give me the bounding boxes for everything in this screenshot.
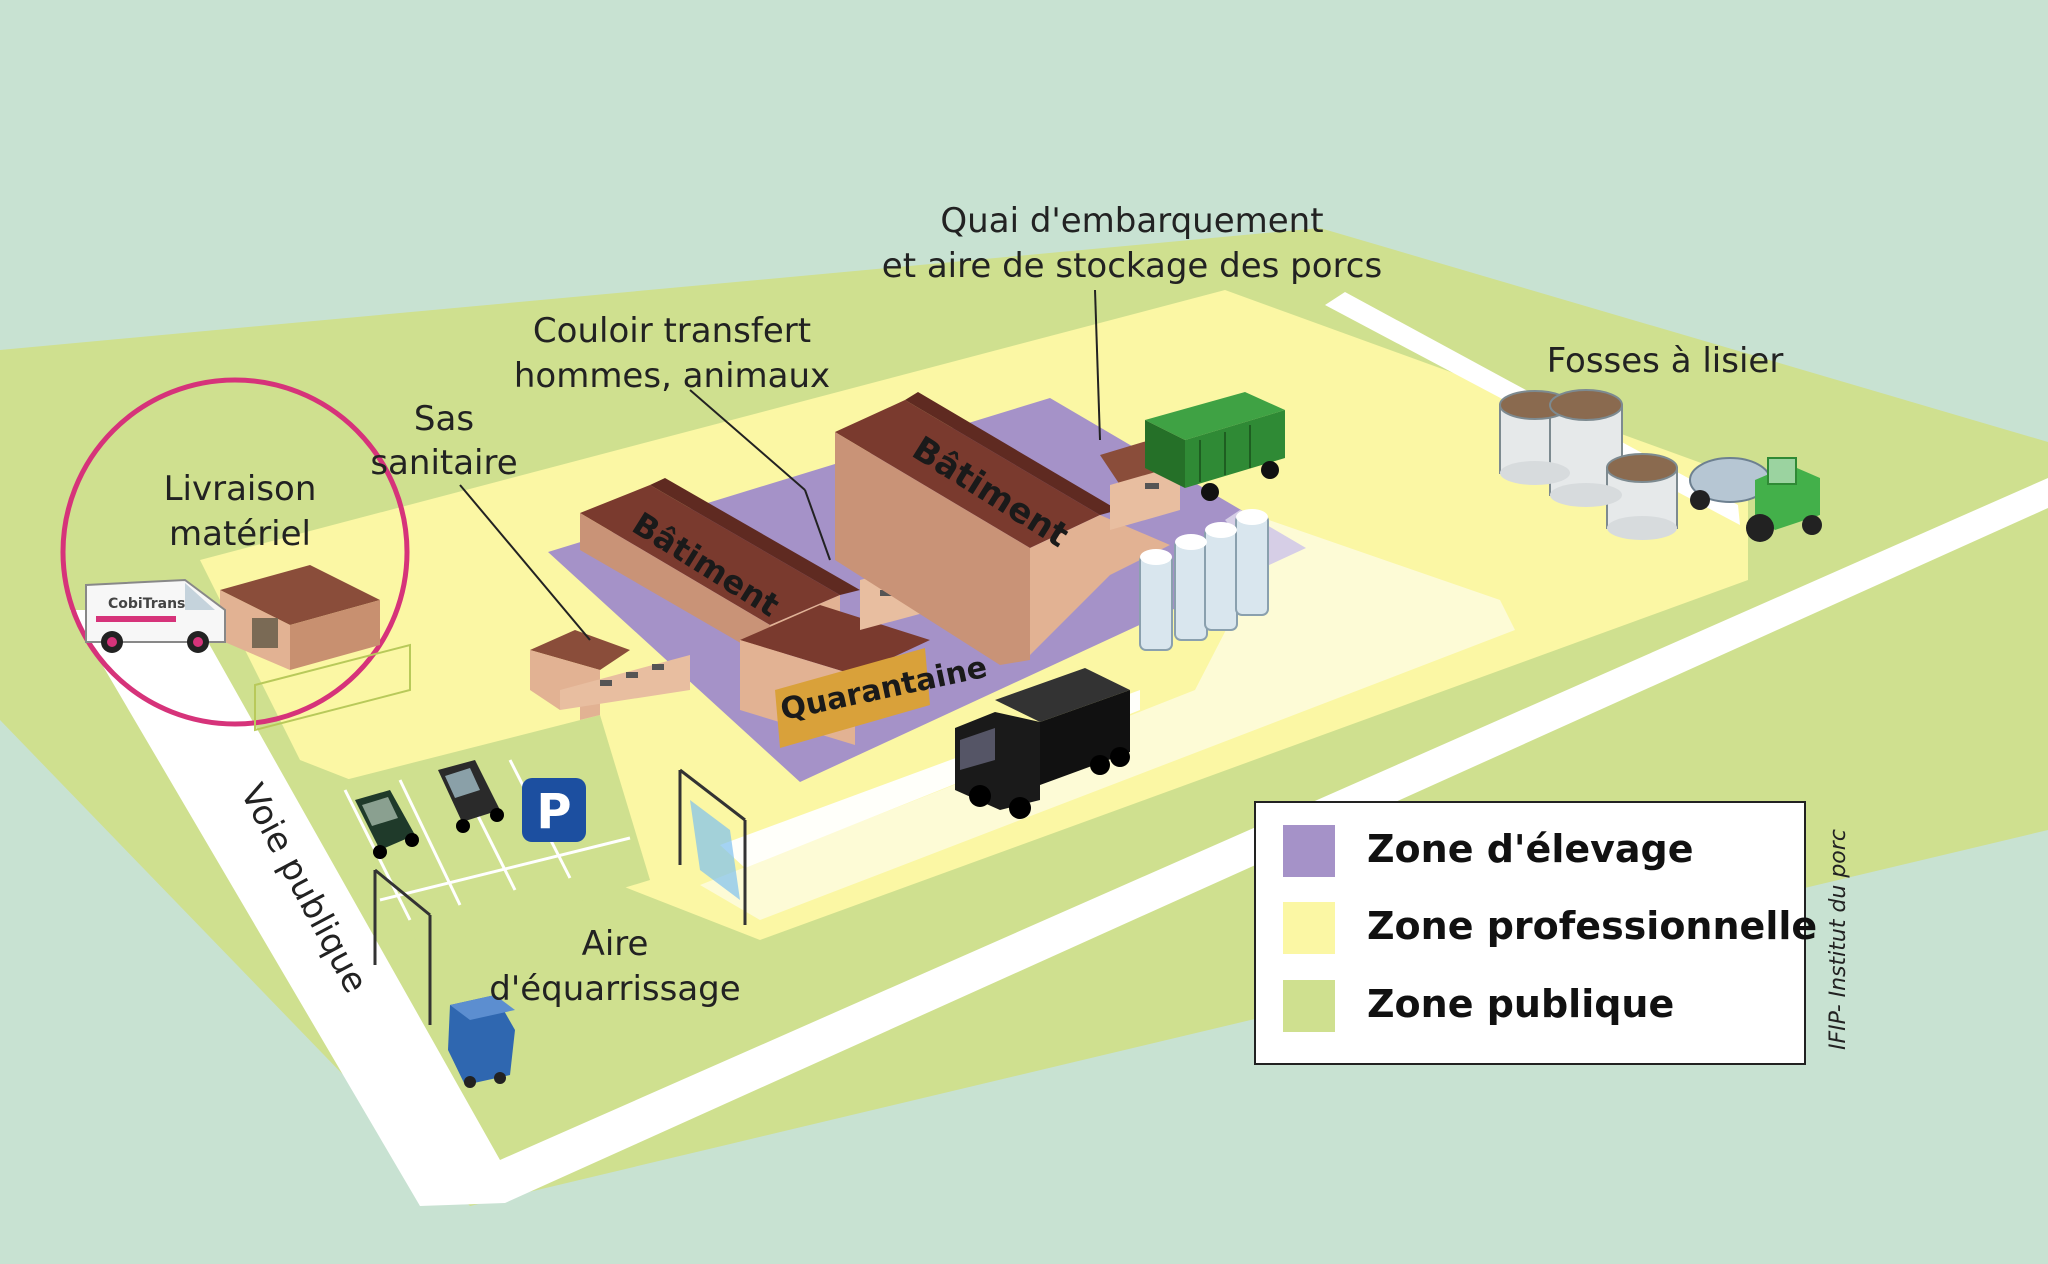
legend-swatch-elevage bbox=[1283, 825, 1335, 877]
batiment-1: Bâtiment bbox=[580, 478, 860, 660]
aire-label-line1: Aire bbox=[582, 924, 649, 964]
equarrissage-bin bbox=[448, 995, 515, 1088]
legend-swatch-publique bbox=[1283, 980, 1335, 1032]
tractor-slurry-tank bbox=[1689, 457, 1822, 542]
parked-car-1 bbox=[355, 790, 419, 859]
quarantaine-building: Quarantaine bbox=[740, 605, 990, 748]
sas-sanitaire-building bbox=[530, 630, 690, 720]
ring-road-yellow-zone bbox=[700, 510, 1515, 920]
legend-label-publique: Zone publique bbox=[1367, 982, 1674, 1026]
quai-label-line2: et aire de stockage des porcs bbox=[882, 246, 1382, 286]
black-truck bbox=[955, 668, 1130, 819]
leader-lines bbox=[459, 289, 1101, 641]
equarrissage-gate bbox=[373, 868, 432, 1025]
couloir-label-line1: Couloir transfert bbox=[533, 311, 811, 351]
fosses-label: Fosses à lisier bbox=[1547, 341, 1784, 381]
livestock-truck bbox=[1145, 392, 1285, 501]
delivery-highlight-circle bbox=[60, 377, 410, 727]
legend-label-elevage: Zone d'élevage bbox=[1367, 827, 1694, 871]
delivery-van: CobiTrans bbox=[85, 578, 226, 653]
quai-label-line1: Quai d'embarquement bbox=[940, 201, 1323, 241]
credit-label: IFIP- Institut du porc bbox=[1826, 829, 1851, 1050]
sas-label-line2: sanitaire bbox=[370, 443, 517, 483]
livraison-label-line2: matériel bbox=[169, 514, 311, 554]
aire-label-line2: d'équarrissage bbox=[489, 969, 740, 1009]
sas-label-line1: Sas bbox=[414, 399, 474, 439]
parking-sign-letter: P bbox=[536, 784, 571, 840]
delivery-shed bbox=[220, 565, 411, 732]
legend-swatch-professionnelle bbox=[1283, 902, 1335, 954]
legend: Zone d'élevage Zone professionnelle Zone… bbox=[1254, 801, 1817, 1065]
van-brand-text: CobiTrans bbox=[108, 596, 185, 612]
batiment-2: Bâtiment bbox=[835, 392, 1170, 665]
feed-silos bbox=[1139, 509, 1269, 651]
legend-label-professionnelle: Zone professionnelle bbox=[1367, 904, 1817, 948]
parking-sign: P bbox=[522, 778, 586, 842]
disinfection-arch bbox=[678, 768, 747, 925]
livraison-label-line1: Livraison bbox=[164, 469, 317, 509]
parked-car-2 bbox=[438, 760, 504, 833]
couloir-label-line2: hommes, animaux bbox=[514, 356, 830, 396]
fosses-lisier-tanks bbox=[1499, 389, 1678, 540]
